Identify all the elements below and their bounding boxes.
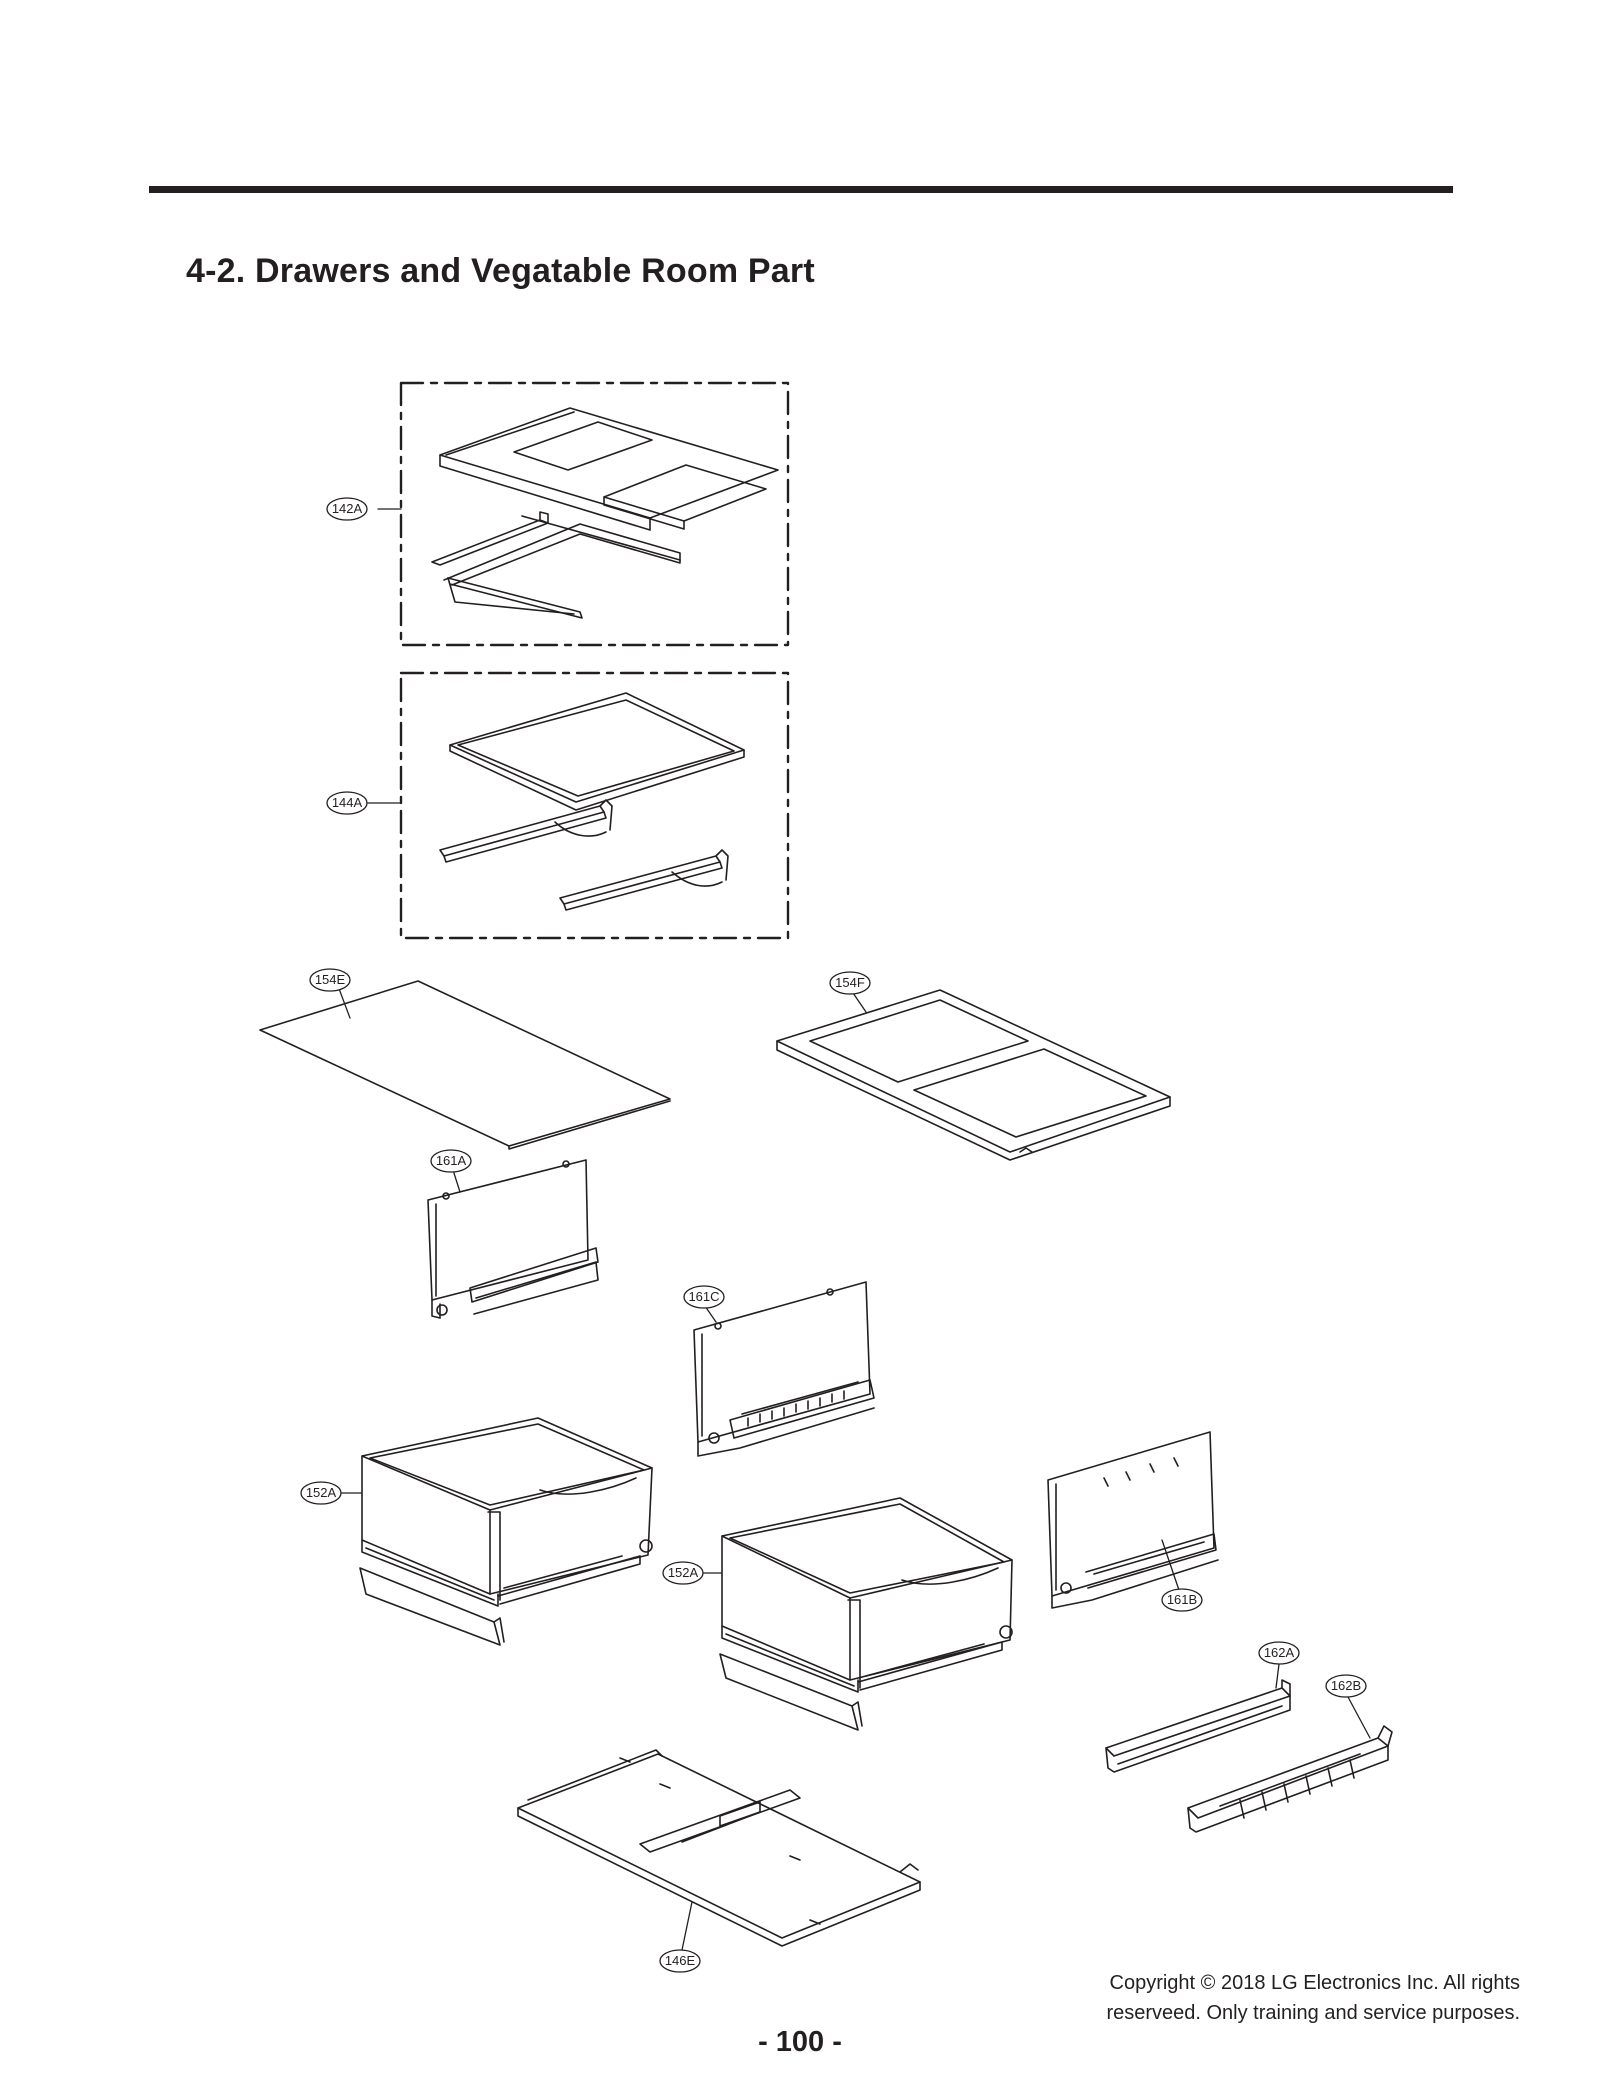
callout-bubble: [326, 791, 368, 815]
callout-bubble: [1325, 1674, 1367, 1698]
drawer-cover-161B: [1047, 1431, 1219, 1609]
callout-bubbles: 142A 144A 154E 154F 161A 161C 152A 152A …: [300, 497, 1367, 1973]
callout-bubble: [829, 971, 871, 995]
top-rule: [149, 186, 1453, 193]
section-title: 4-2. Drawers and Vegatable Room Part: [186, 252, 815, 290]
cover-frame-154F: [776, 989, 1171, 1161]
callout-bubble: [430, 1149, 472, 1173]
callout-label: 152A: [668, 1565, 699, 1580]
callout-leaders: [337, 508, 1371, 1951]
rail-162A: [1105, 1679, 1291, 1773]
copyright-notice: Copyright © 2018 LG Electronics Inc. All…: [1000, 1968, 1520, 2028]
callout-bubble: [659, 1949, 701, 1973]
callout-label: 142A: [332, 501, 363, 516]
callout-bubble: [683, 1285, 725, 1309]
callout-label: 146E: [665, 1953, 696, 1968]
callout-label: 162A: [1264, 1645, 1295, 1660]
callout-label: 154E: [315, 972, 346, 987]
callout-bubble: [300, 1481, 342, 1505]
callout-label: 154F: [835, 975, 865, 990]
callout-label: 161A: [436, 1153, 467, 1168]
callout-bubble: [309, 968, 351, 992]
rail-162B: [1187, 1725, 1393, 1833]
shelf-assembly-142A: [399, 381, 790, 647]
drawer-bin-152A-left: [359, 1417, 653, 1646]
callout-bubble: [1161, 1588, 1203, 1612]
bottom-tray-146E: [517, 1749, 921, 1947]
shelf-assembly-144A: [399, 671, 790, 940]
drawer-cover-161C: [693, 1281, 875, 1457]
callout-label: 152A: [306, 1485, 337, 1500]
drawer-cover-161A: [427, 1159, 599, 1319]
drawer-bin-152A-middle: [719, 1497, 1013, 1731]
page-number: - 100 -: [758, 2026, 842, 2058]
callout-bubble: [1258, 1641, 1300, 1665]
callout-label: 161C: [688, 1289, 719, 1304]
callout-label: 144A: [332, 795, 363, 810]
callout-bubble: [326, 497, 368, 521]
callout-label: 162B: [1331, 1678, 1361, 1693]
callout-bubble: [662, 1561, 704, 1585]
copyright-line-2: reserveed. Only training and service pur…: [1106, 2002, 1520, 2024]
copyright-line-1: Copyright © 2018 LG Electronics Inc. All…: [1109, 1972, 1520, 1994]
glass-panel-154E: [259, 980, 671, 1150]
callout-label: 161B: [1167, 1592, 1197, 1607]
